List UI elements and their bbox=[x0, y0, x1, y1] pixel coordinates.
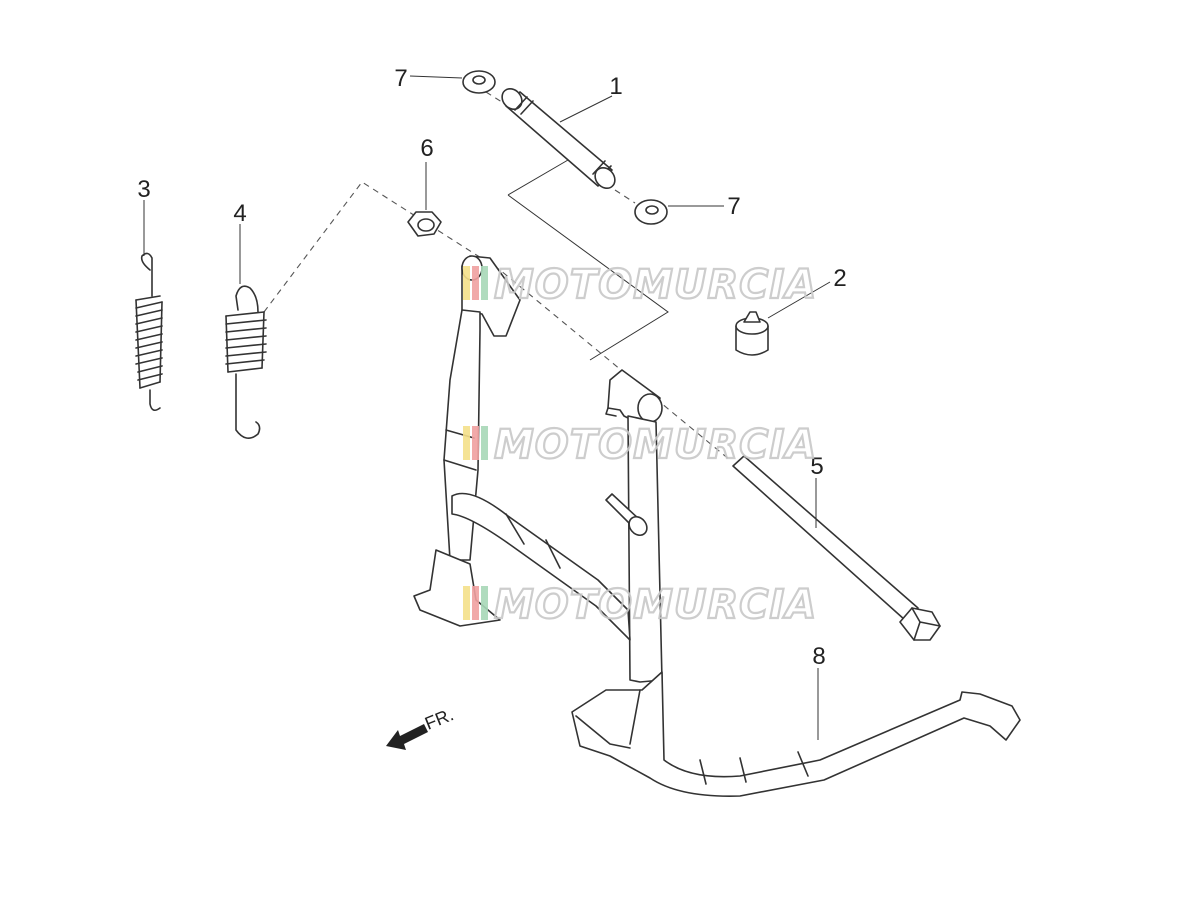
watermark-stripe bbox=[481, 426, 488, 460]
watermark-middle: MOTOMURCIA bbox=[463, 421, 817, 469]
watermark-text: MOTOMURCIA bbox=[494, 262, 817, 308]
watermark-stripe bbox=[463, 266, 470, 300]
watermark-stripe bbox=[481, 266, 488, 300]
watermark-stripe bbox=[463, 426, 470, 460]
nut bbox=[407, 211, 442, 237]
callout-7-bottom: 7 bbox=[727, 193, 740, 220]
watermark-text: MOTOMURCIA bbox=[494, 582, 817, 628]
spring-large bbox=[225, 285, 267, 439]
callout-2: 2 bbox=[833, 265, 846, 292]
stand-bolt bbox=[732, 455, 941, 641]
watermark-stripe bbox=[472, 586, 479, 620]
front-arrow-icon bbox=[386, 724, 428, 750]
callout-bracket bbox=[507, 159, 669, 361]
watermark-top: MOTOMURCIA bbox=[463, 261, 817, 309]
watermark-stripe bbox=[472, 426, 479, 460]
rubber-stopper bbox=[735, 311, 769, 356]
callout-3: 3 bbox=[137, 176, 150, 203]
callout-8: 8 bbox=[812, 643, 825, 670]
callout-5: 5 bbox=[810, 453, 823, 480]
washer-bottom bbox=[634, 199, 668, 225]
watermark-text: MOTOMURCIA bbox=[494, 422, 817, 468]
leader-lines bbox=[143, 75, 831, 740]
pivot-pin bbox=[501, 87, 616, 190]
callout-7-top: 7 bbox=[394, 65, 407, 92]
watermark-stripe bbox=[481, 586, 488, 620]
front-direction-label: FR. bbox=[422, 704, 456, 733]
callout-1: 1 bbox=[609, 73, 622, 100]
watermark-bottom: MOTOMURCIA bbox=[463, 581, 817, 629]
center-stand bbox=[413, 255, 1021, 797]
washer-top bbox=[462, 70, 496, 94]
callout-4: 4 bbox=[233, 200, 246, 227]
spring-small bbox=[135, 252, 163, 412]
watermark-stripe bbox=[472, 266, 479, 300]
watermark-stripe bbox=[463, 586, 470, 620]
callout-6: 6 bbox=[420, 135, 433, 162]
callout-numbers: 1 2 3 4 5 6 7 7 8 bbox=[137, 65, 846, 670]
